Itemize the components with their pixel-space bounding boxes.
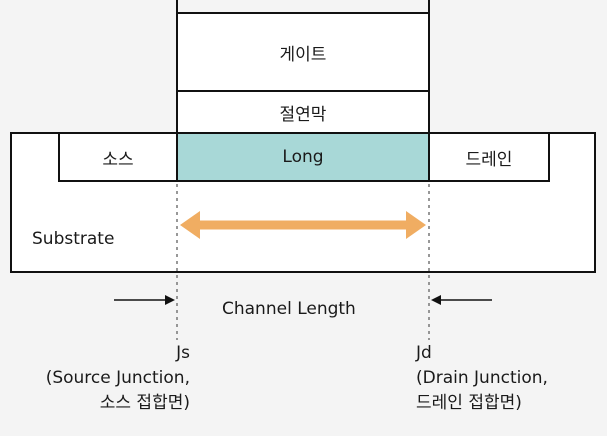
gate-stub-left: [176, 0, 178, 12]
channel-label: Long: [282, 147, 324, 167]
jd-arrow: [431, 295, 492, 305]
insulator-label: 절연막: [279, 104, 327, 125]
jd-line1: (Drain Junction,: [416, 368, 548, 388]
source-region: 소스: [58, 132, 178, 182]
js-line1: (Source Junction,: [45, 368, 190, 388]
js-annotation: Js (Source Junction, 소스 접합면): [46, 341, 190, 416]
drain-region: 드레인: [428, 132, 550, 182]
jd-annotation: Jd (Drain Junction, 드레인 접합면): [416, 341, 548, 416]
gate-label: 게이트: [279, 44, 327, 65]
jd-symbol: Jd: [416, 343, 432, 363]
insulator-layer: 절연막: [176, 90, 430, 134]
channel-length-double-arrow: [180, 211, 426, 239]
drain-label: 드레인: [465, 149, 513, 170]
channel-region: Long: [176, 132, 430, 182]
js-symbol: Js: [176, 343, 190, 363]
substrate-label: Substrate: [32, 229, 115, 249]
js-arrow: [114, 295, 175, 305]
source-label: 소스: [102, 149, 134, 170]
jd-line2: 드레인 접합면): [416, 393, 522, 413]
channel-length-label: Channel Length: [222, 299, 356, 319]
gate-electrode: 게이트: [176, 12, 430, 92]
gate-stub-right: [428, 0, 430, 12]
js-line2: 소스 접합면): [99, 393, 190, 413]
